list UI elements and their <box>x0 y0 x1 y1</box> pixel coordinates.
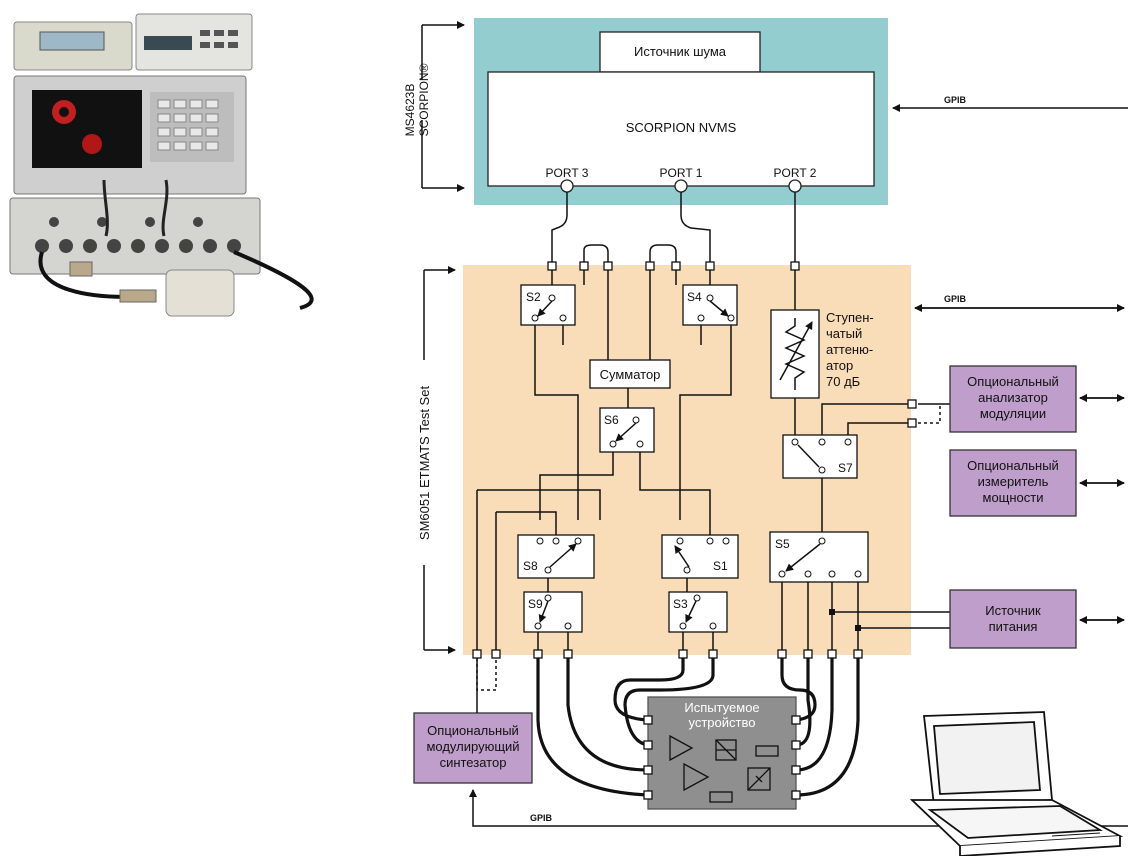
attenuator-caption-line1: Ступен- <box>826 310 874 325</box>
attenuator-caption-line2: чатый <box>826 326 862 341</box>
option-arrows <box>1080 398 1124 620</box>
power-meter-line1: Опциональный <box>967 458 1059 473</box>
switch-s8-label: S8 <box>523 559 538 573</box>
switch-s7: S7 <box>783 435 857 478</box>
port3-connector <box>561 180 573 192</box>
port1-connector <box>675 180 687 192</box>
attenuator-caption-line4: атор <box>826 358 853 373</box>
equipment-photo <box>10 14 312 316</box>
attenuator-caption-line5: 70 дБ <box>826 374 860 389</box>
test-set-side-label: SM6051 ETMATS Test Set <box>417 386 432 541</box>
switch-s7-label: S7 <box>838 461 853 475</box>
switch-s3-label: S3 <box>673 597 688 611</box>
switch-s4-label: S4 <box>687 290 702 304</box>
gpib-top-label: GPIB <box>944 95 967 105</box>
mod-synth-box: Опциональный модулирующий синтезатор <box>414 713 532 783</box>
switch-s8: S8 <box>518 535 594 578</box>
switch-s3: S3 <box>669 592 727 632</box>
switch-s1-label: S1 <box>713 559 728 573</box>
switch-s4: S4 <box>683 285 737 325</box>
combiner-label: Сумматор <box>600 367 661 382</box>
switch-s9: S9 <box>524 592 582 632</box>
attenuator-caption-line3: аттеню- <box>826 342 873 357</box>
mod-analyzer-line1: Опциональный <box>967 374 1059 389</box>
mod-synth-line1: Опциональный <box>427 723 519 738</box>
power-junction-a <box>829 609 835 615</box>
switch-s2-label: S2 <box>526 290 541 304</box>
switch-s6: S6 <box>600 408 654 452</box>
power-junction-b <box>855 625 861 631</box>
switch-s2: S2 <box>521 285 575 325</box>
switch-s9-label: S9 <box>528 597 543 611</box>
step-attenuator <box>771 310 819 398</box>
dut-label-line1: Испытуемое <box>684 700 759 715</box>
mod-analyzer-line3: модуляции <box>980 406 1046 421</box>
dut-label-line2: устройство <box>689 715 756 730</box>
power-meter-line3: мощности <box>983 490 1044 505</box>
mod-analyzer-box: Опциональный анализатор модуляции <box>950 366 1076 432</box>
switch-s5-label: S5 <box>775 537 790 551</box>
switch-s5: S5 <box>770 532 868 582</box>
switch-s6-label: S6 <box>604 413 619 427</box>
port1-label: PORT 1 <box>660 166 703 180</box>
mod-synth-line2: модулирующий <box>426 739 519 754</box>
mod-analyzer-line2: анализатор <box>978 390 1048 405</box>
nvms-side-label: MS4623B <box>403 84 417 137</box>
port2-label: PORT 2 <box>774 166 817 180</box>
power-supply-line1: Источник <box>985 603 1041 618</box>
nvms-side-label-2: SCORPION® <box>417 63 431 136</box>
power-supply-line2: питания <box>989 619 1038 634</box>
power-meter-line2: измеритель <box>978 474 1049 489</box>
switch-s1: S1 <box>662 535 738 578</box>
port3-label: PORT 3 <box>546 166 589 180</box>
noise-source-label: Источник шума <box>634 44 727 59</box>
power-meter-box: Опциональный измеритель мощности <box>950 450 1076 516</box>
mod-synth-line3: синтезатор <box>440 755 507 770</box>
port2-connector <box>789 180 801 192</box>
gpib-bottom-label: GPIB <box>530 813 553 823</box>
gpib-mid-label: GPIB <box>944 294 967 304</box>
power-supply-box: Источник питания <box>950 590 1076 648</box>
laptop-icon <box>912 712 1120 856</box>
scorpion-nvms-title: SCORPION NVMS <box>626 120 737 135</box>
